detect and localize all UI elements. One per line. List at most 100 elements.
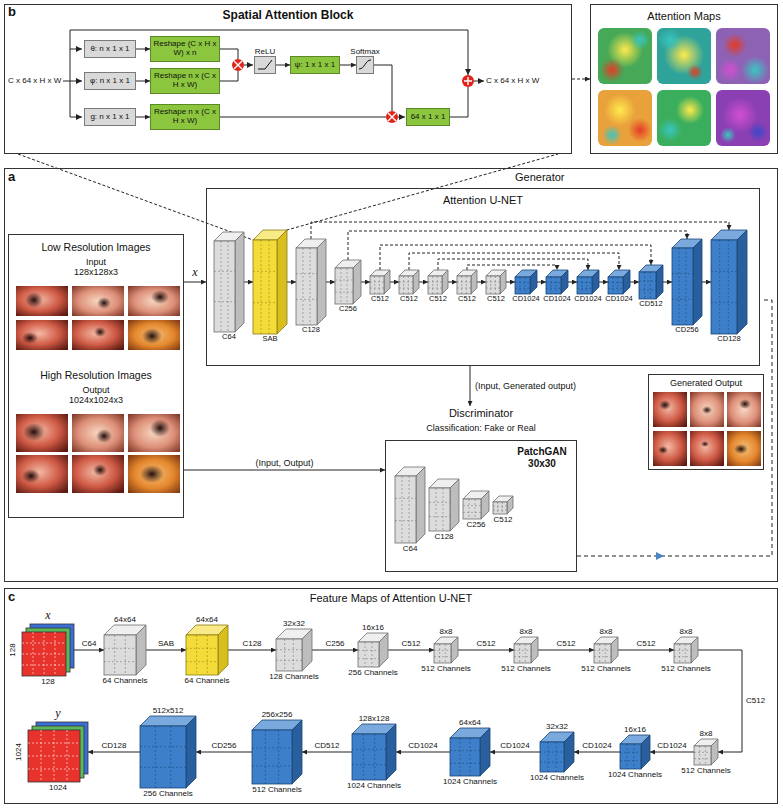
feature-cuboid: 64x6464 Channels <box>186 625 228 675</box>
node-text: 512 Channels <box>661 664 710 673</box>
edge-label: CD1024 <box>657 741 686 750</box>
cuboid-grid <box>577 277 592 294</box>
node-text: C512 <box>371 295 389 304</box>
conv-box: θ: n x 1 x 1 <box>84 40 136 58</box>
cuboid-shape <box>514 637 538 663</box>
text-slot: 128x128 <box>359 714 390 723</box>
cuboid-shape <box>672 239 702 325</box>
discriminator-box: C64C128C256C512DiscriminatorClassificati… <box>385 406 577 572</box>
text-slot: 512x512 <box>153 706 184 715</box>
lumen <box>140 465 164 483</box>
text-slot: C128 <box>434 532 453 541</box>
cuboid-front <box>577 277 592 294</box>
cuboid-side <box>564 732 574 772</box>
connector <box>380 245 651 270</box>
cuboid-front <box>395 476 416 543</box>
endoscopy-image <box>727 392 761 427</box>
endoscopy-image <box>727 431 761 466</box>
node-text: 128x128 <box>359 714 390 723</box>
layer-cuboid: CD512 <box>639 265 663 299</box>
text-slot: SAB <box>262 335 277 344</box>
text-slot: 32x32 <box>283 619 305 628</box>
cuboid-grid <box>399 276 413 294</box>
text-slot: CD128 <box>102 741 127 750</box>
box-text: Reshape (C x H x W) x n <box>151 40 219 58</box>
curve-line <box>258 60 272 69</box>
node-text: 256 Channels <box>348 668 397 677</box>
cuboid-front <box>540 742 564 772</box>
edge-label: C512 <box>476 639 495 648</box>
node-text: 8x8 <box>520 627 533 636</box>
text-slot: Discriminator <box>385 407 577 420</box>
connector <box>618 650 674 651</box>
cuboid-grid <box>594 644 611 663</box>
layer-cuboid: C512 <box>493 496 513 514</box>
node-text: 512 Channels <box>501 664 550 673</box>
cuboid-side <box>481 491 489 519</box>
layer-cuboid: C512 <box>457 270 477 294</box>
multiply-cross <box>388 113 396 121</box>
conv-box: 64 x 1 x 1 <box>406 108 450 126</box>
cuboid-shape <box>186 625 228 675</box>
node-text: C256 <box>466 520 485 529</box>
node-text: 1024 <box>14 743 23 761</box>
cuboid-shape <box>620 735 650 769</box>
cuboid-front <box>546 277 561 294</box>
text-slot: C256 <box>466 520 485 529</box>
node-text: CD1024 <box>512 295 540 304</box>
text-slot: CD256 <box>212 741 237 750</box>
cuboid-grid <box>450 738 480 776</box>
node-text: x <box>45 609 50 623</box>
cuboid-front <box>252 730 292 784</box>
feature-cuboid: 512x512256 Channels <box>140 716 196 788</box>
connector <box>390 282 399 283</box>
cuboid-shape <box>335 260 361 304</box>
text-slot: Low Resolution Images <box>9 241 183 253</box>
cuboid-grid <box>674 644 691 663</box>
text-slot: Feature Maps of Attention U-NET <box>5 592 777 605</box>
layer-cuboid: CD1024 <box>577 270 599 294</box>
cuboid-shape <box>276 629 312 671</box>
text-slot: PatchGAN 30x30 <box>513 446 571 469</box>
node-text: 64x64 <box>459 718 481 727</box>
text-slot: 8x8 <box>520 627 533 636</box>
node-text: 64x64 <box>114 615 136 624</box>
cuboid-grid <box>358 642 379 667</box>
cuboid-grid <box>608 277 623 294</box>
multiply-circle <box>232 59 244 71</box>
cuboid-front <box>711 240 737 334</box>
endoscopy-image <box>72 320 124 350</box>
cuboid-shape <box>140 716 196 788</box>
text-slot: Generator <box>515 171 595 184</box>
cuboid-front <box>493 502 507 514</box>
image-ground <box>128 414 180 452</box>
cuboid-grid <box>515 277 530 294</box>
endoscopy-image <box>690 431 724 466</box>
connector <box>287 282 296 283</box>
heat-ground <box>598 28 652 84</box>
endoscopy-image <box>128 320 180 350</box>
node-text: 32x32 <box>283 619 305 628</box>
cuboid-grid <box>428 276 442 294</box>
cuboid-front <box>434 644 451 663</box>
text-slot: C512 <box>429 295 447 304</box>
text-slot: C128 <box>302 326 320 335</box>
node-text: Output 1024x1024x3 <box>66 385 126 406</box>
cuboid-grid <box>104 635 136 675</box>
cuboid-grid <box>429 488 450 531</box>
text-slot: CD512 <box>315 741 340 750</box>
cuboid-grid <box>620 744 641 769</box>
wire <box>450 87 468 117</box>
conv-box: g: n x 1 x 1 <box>84 108 136 126</box>
image-ground <box>72 286 124 316</box>
layer-cuboid: C256 <box>335 260 361 304</box>
endoscopy-image <box>72 286 124 316</box>
node-text: 1024 <box>49 783 67 792</box>
endoscopy-image <box>72 414 124 452</box>
node-text: C64 <box>403 544 418 553</box>
node-text: 8x8 <box>440 627 453 636</box>
node-text: C512 <box>493 515 512 524</box>
text-slot: 128 <box>8 643 17 656</box>
cuboid-shape <box>546 270 568 294</box>
